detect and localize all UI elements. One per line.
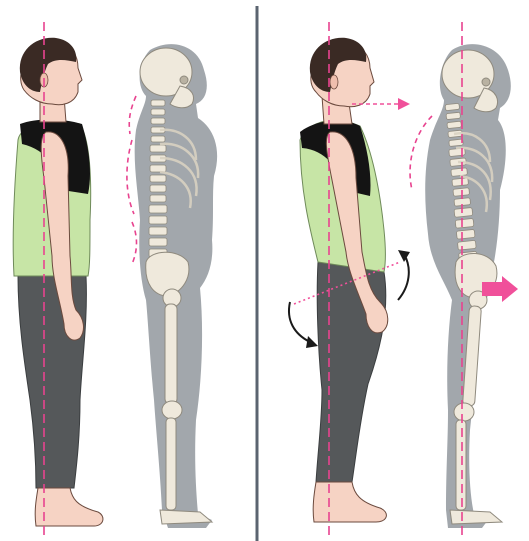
neutral-feet	[35, 488, 103, 526]
swayback-ear	[330, 75, 338, 89]
neutral-person	[13, 38, 103, 526]
neutral-thoracic-curve	[127, 140, 134, 214]
neutral-leggings	[18, 276, 86, 488]
neutral-posture-panel	[13, 22, 217, 538]
swayback-leggings	[316, 262, 386, 482]
swayback-feet	[313, 482, 386, 522]
neutral-spine	[149, 100, 167, 257]
swayback-person	[300, 38, 388, 522]
swayback-posture-panel	[289, 22, 518, 538]
neutral-lumbar-curve	[132, 222, 137, 264]
neutral-cervical-curve	[129, 96, 136, 134]
